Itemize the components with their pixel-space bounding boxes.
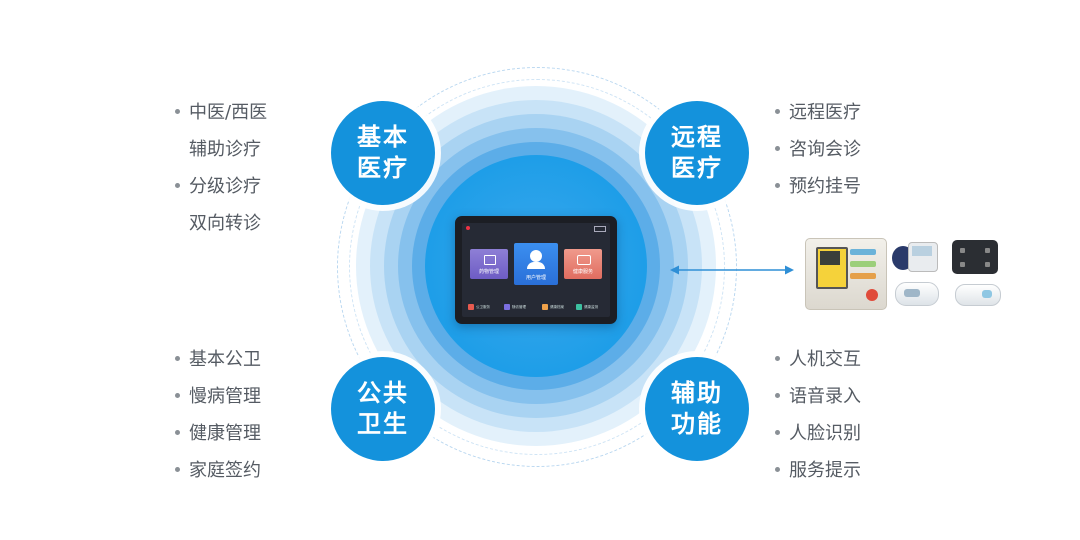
tablet-menu-label: 公卫服务: [476, 305, 490, 309]
tablet-status-bar: [466, 226, 606, 232]
body-scale: [952, 240, 998, 274]
tablet-screen: 药物管理 用户管理 健康服务 公卫服务 随访管理 健康档案 健康监测: [462, 223, 610, 317]
list-item: 中医/西医: [175, 94, 267, 131]
list-item-text: 慢病管理: [189, 386, 261, 407]
tablet-menu-icon[interactable]: [504, 304, 510, 310]
bullet-icon: [775, 355, 780, 361]
list-item-text: 服务提示: [789, 460, 861, 481]
list-item: 预约挂号: [775, 168, 861, 205]
badge-text: 功能: [671, 410, 723, 438]
badge-public-health[interactable]: 公共 卫生: [331, 357, 435, 461]
badge-text: 远程: [671, 123, 723, 151]
tablet-menu-label: 随访管理: [512, 305, 526, 309]
list-item-text: 人机交互: [789, 349, 861, 370]
list-public-health: 基本公卫 慢病管理 健康管理 家庭签约: [175, 341, 261, 489]
list-basic-medical: 中医/西医 辅助诊疗 分级诊疗 双向转诊: [175, 94, 267, 242]
list-item-text: 双向转诊: [189, 213, 261, 234]
list-item-text: 中医/西医: [189, 102, 268, 123]
list-item-text: 远程医疗: [789, 102, 861, 123]
badge-text: 辅助: [671, 379, 723, 407]
list-item: 咨询会诊: [775, 131, 861, 168]
bullet-icon: [175, 108, 180, 114]
list-item-text: 人脸识别: [789, 423, 861, 444]
badge-basic-medical[interactable]: 基本 医疗: [331, 101, 435, 205]
list-item: 远程医疗: [775, 94, 861, 131]
list-item: 双向转诊: [175, 205, 267, 242]
blood-pressure-monitor: [892, 240, 938, 274]
list-item-text: 语音录入: [789, 386, 861, 407]
badge-text: 公共: [357, 379, 409, 407]
bullet-icon: [175, 182, 180, 188]
tablet-tile-label: 用户管理: [525, 275, 546, 281]
list-item: 语音录入: [775, 378, 861, 415]
list-item: 分级诊疗: [175, 168, 267, 205]
tablet-device: 药物管理 用户管理 健康服务 公卫服务 随访管理 健康档案 健康监测: [455, 216, 617, 324]
tablet-tile-health[interactable]: 健康服务: [564, 249, 602, 279]
list-item-text: 健康管理: [189, 423, 261, 444]
tablet-tile-label: 健康服务: [572, 269, 593, 275]
list-item-text: 辅助诊疗: [189, 139, 261, 160]
list-assist-function: 人机交互 语音录入 人脸识别 服务提示: [775, 341, 861, 489]
list-item: 人机交互: [775, 341, 861, 378]
badge-assist-function[interactable]: 辅助 功能: [645, 357, 749, 461]
list-remote-medical: 远程医疗 咨询会诊 预约挂号: [775, 94, 861, 205]
list-item: 人脸识别: [775, 415, 861, 452]
tablet-bottom-menu: 公卫服务 随访管理 健康档案 健康监测: [462, 301, 610, 313]
list-item: 慢病管理: [175, 378, 261, 415]
tablet-menu-icon[interactable]: [542, 304, 548, 310]
outer-dashed-ring: [337, 67, 737, 467]
diagnostic-kit-device: [805, 238, 887, 310]
list-item-text: 分级诊疗: [189, 176, 261, 197]
tablet-tile-medicine[interactable]: 药物管理: [470, 249, 508, 279]
thermometer-device: [955, 284, 1001, 306]
list-item: 服务提示: [775, 452, 861, 489]
list-item-text: 预约挂号: [789, 176, 861, 197]
badge-remote-medical[interactable]: 远程 医疗: [645, 101, 749, 205]
bullet-icon: [775, 108, 780, 114]
bullet-icon: [775, 145, 780, 151]
bullet-icon: [775, 466, 780, 472]
badge-text: 基本: [357, 123, 409, 151]
tablet-menu-icon[interactable]: [468, 304, 474, 310]
badge-text: 医疗: [357, 154, 409, 182]
bullet-icon: [175, 355, 180, 361]
tablet-tile-label: 药物管理: [478, 269, 499, 275]
bullet-icon: [175, 429, 180, 435]
bullet-icon: [175, 392, 180, 398]
tablet-menu-icon[interactable]: [576, 304, 582, 310]
tablet-menu-label: 健康档案: [550, 305, 564, 309]
tablet-tile-user[interactable]: 用户管理: [514, 243, 558, 285]
list-item: 基本公卫: [175, 341, 261, 378]
list-item: 家庭签约: [175, 452, 261, 489]
list-item-text: 咨询会诊: [789, 139, 861, 160]
list-item: 辅助诊疗: [175, 131, 267, 168]
bullet-icon: [775, 392, 780, 398]
badge-text: 医疗: [671, 154, 723, 182]
list-item: 健康管理: [175, 415, 261, 452]
inner-dashed-ring: [349, 79, 725, 455]
list-item-text: 家庭签约: [189, 460, 261, 481]
badge-text: 卫生: [357, 410, 409, 438]
list-item-text: 基本公卫: [189, 349, 261, 370]
bullet-icon: [175, 466, 180, 472]
bullet-icon: [775, 429, 780, 435]
tablet-menu-label: 健康监测: [584, 305, 598, 309]
bullet-icon: [775, 182, 780, 188]
pulse-oximeter: [895, 282, 939, 306]
